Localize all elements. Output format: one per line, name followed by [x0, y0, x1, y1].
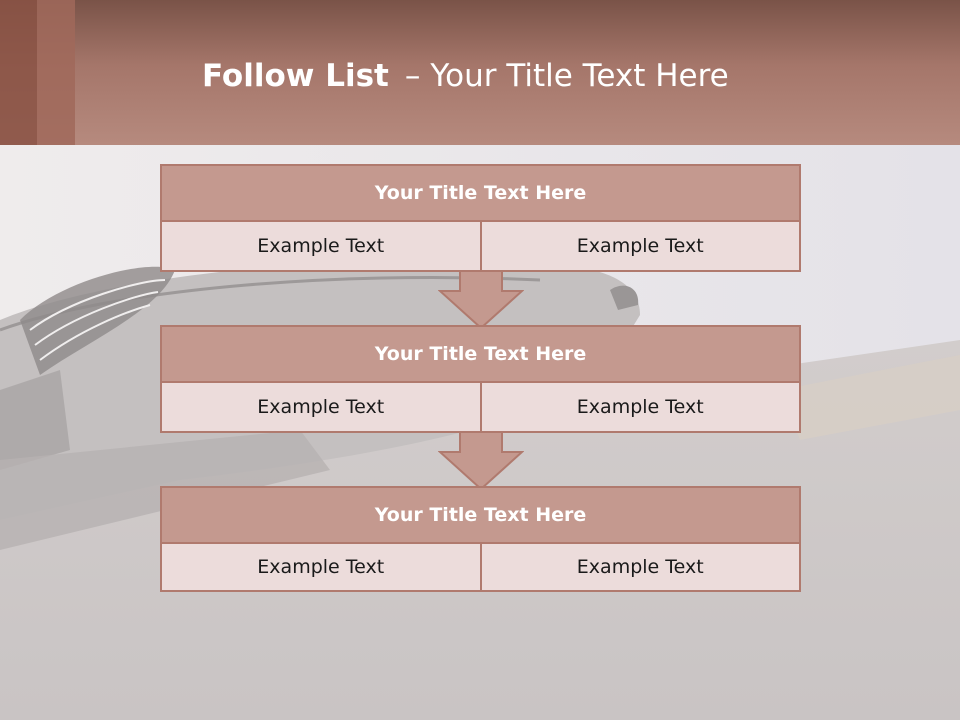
block-row: Example Text Example Text — [162, 383, 799, 431]
title-dash: – — [404, 58, 421, 94]
list-block: Your Title Text Here Example Text Exampl… — [160, 325, 801, 433]
block-cell-right: Example Text — [479, 544, 799, 590]
title-rest: Your Title Text Here — [430, 58, 729, 94]
title-bold: Follow List — [202, 58, 389, 94]
block-cell-right: Example Text — [479, 383, 799, 431]
slide-title: Follow List–Your Title Text Here — [202, 54, 729, 98]
block-cell-left: Example Text — [162, 222, 480, 270]
header-band: Follow List–Your Title Text Here — [0, 0, 960, 145]
block-cell-left: Example Text — [162, 383, 480, 431]
down-arrow-icon — [438, 431, 524, 491]
header-accent-stripe — [37, 0, 75, 145]
block-title: Your Title Text Here — [162, 166, 799, 222]
block-cell-left: Example Text — [162, 544, 480, 590]
down-arrow-icon — [438, 270, 524, 330]
list-block: Your Title Text Here Example Text Exampl… — [160, 164, 801, 272]
block-cell-right: Example Text — [479, 222, 799, 270]
block-row: Example Text Example Text — [162, 222, 799, 270]
block-title: Your Title Text Here — [162, 327, 799, 383]
block-row: Example Text Example Text — [162, 544, 799, 590]
block-title: Your Title Text Here — [162, 488, 799, 544]
list-block: Your Title Text Here Example Text Exampl… — [160, 486, 801, 592]
header-accent-stripe — [0, 0, 37, 145]
